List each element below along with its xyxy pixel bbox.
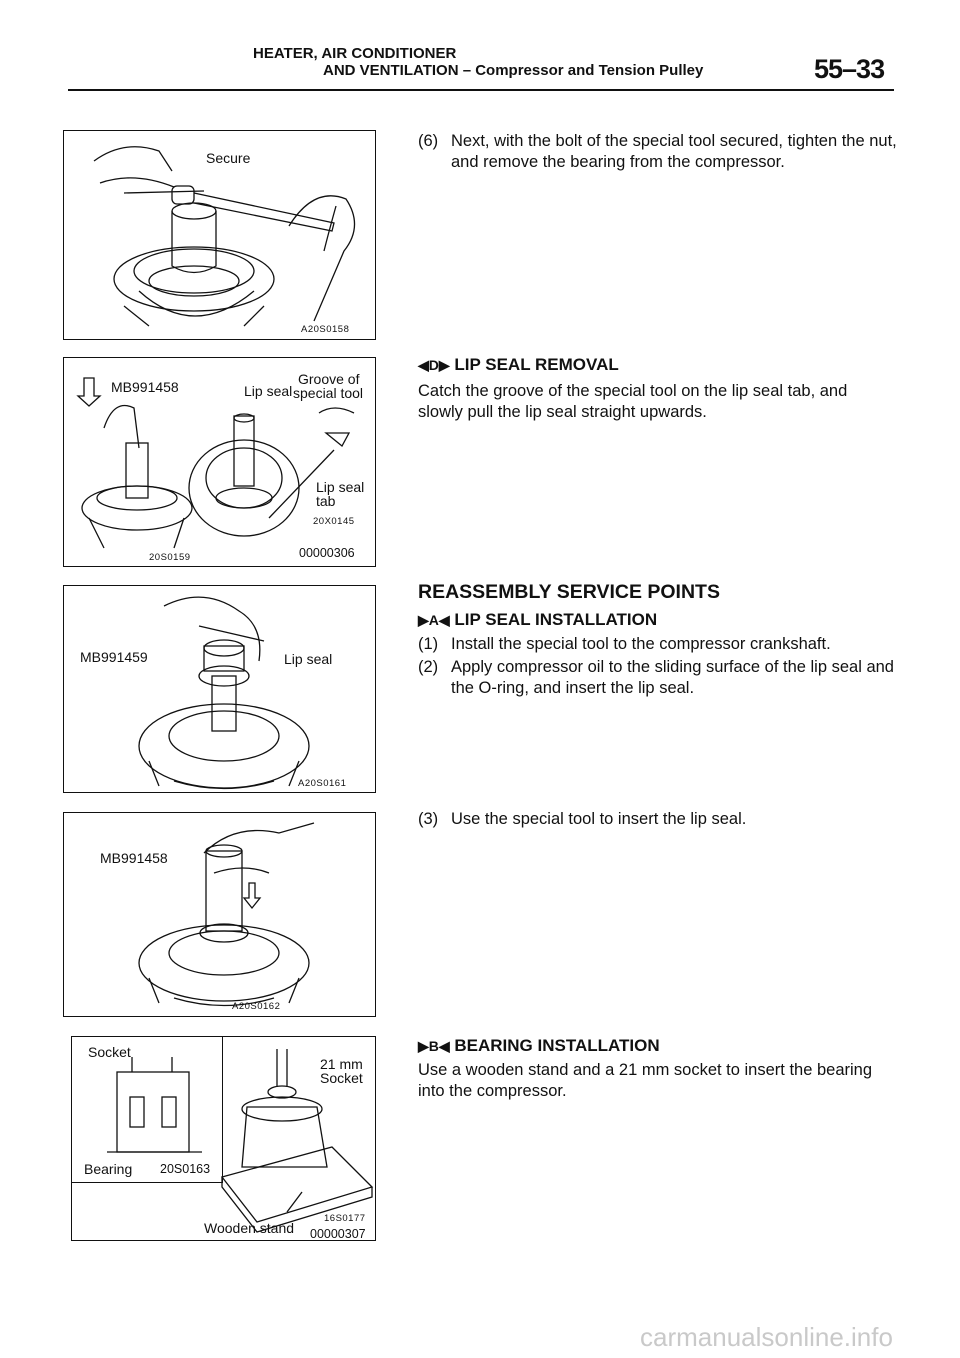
step-6: (6) Next, with the bolt of the special t… xyxy=(418,131,898,173)
figure-bearing-install: Socket Bearing 20S0163 21 mm Socket Wood… xyxy=(71,1036,376,1241)
label-lip-seal: Lip seal xyxy=(284,651,333,667)
inset-code: 20S0163 xyxy=(160,1162,211,1176)
figure-code: 00000307 xyxy=(310,1227,366,1241)
bearing-removal-illustration xyxy=(93,146,356,327)
down-arrow-icon xyxy=(242,882,262,910)
figure-code: A20S0158 xyxy=(301,324,350,335)
up-arrow-icon xyxy=(76,377,102,407)
label-lip-seal-tab-line2: tab xyxy=(316,493,336,509)
bearing-inset-frame xyxy=(72,1037,223,1183)
label-wooden-stand: Wooden stand xyxy=(204,1220,295,1236)
lip-seal-install-illustration xyxy=(138,596,310,790)
label-socket: Socket xyxy=(88,1044,131,1060)
figure-code: A20S0161 xyxy=(298,778,347,789)
heading-label: BEARING INSTALLATION xyxy=(454,1036,660,1055)
step-1: (1) Install the special tool to the comp… xyxy=(418,634,898,655)
label-bearing: Bearing xyxy=(84,1161,133,1177)
header-title-line1: HEATER, AIR CONDITIONER xyxy=(253,45,457,62)
label-21mm-socket: Socket xyxy=(320,1070,363,1086)
label-tool-mb991458: MB991458 xyxy=(100,850,168,866)
watermark: carmanualsonline.info xyxy=(640,1322,893,1352)
page-number: 55–33 xyxy=(814,54,885,84)
right-code: 16S0177 xyxy=(324,1213,366,1224)
figure-code: A20S0162 xyxy=(232,1001,281,1012)
step-number: (1) xyxy=(418,635,439,653)
label-tool-mb991459: MB991459 xyxy=(80,649,148,665)
label-lip-seal: Lip seal xyxy=(244,383,293,399)
label-lip-seal-tab-line1: Lip seal xyxy=(316,479,365,495)
step-3: (3) Use the special tool to insert the l… xyxy=(418,809,898,830)
service-point-marker-b: ▶B◀ xyxy=(418,1038,450,1054)
label-groove-line1: Groove of xyxy=(298,371,360,387)
lip-seal-removal-body: Catch the groove of the special tool on … xyxy=(418,382,848,421)
section-heading-lip-seal-removal: ◀D▶ LIP SEAL REMOVAL xyxy=(418,355,619,375)
label-21mm: 21 mm xyxy=(320,1056,363,1072)
header-title-line2: AND VENTILATION – Compressor and Tension… xyxy=(323,62,704,79)
service-point-marker-a: ▶A◀ xyxy=(418,612,450,628)
lip-seal-removal-illustration xyxy=(76,377,355,549)
label-tool-mb991458: MB991458 xyxy=(111,379,179,395)
figure-bearing-removal: Secure A20S0158 xyxy=(63,130,376,340)
lip-seal-insert-illustration xyxy=(138,822,315,1007)
reassembly-heading: REASSEMBLY SERVICE POINTS xyxy=(418,581,720,603)
figure-lip-seal-insert: MB991458 A20S0162 xyxy=(63,812,376,1017)
inset-code: 20X0145 xyxy=(313,516,355,527)
step-number: (3) xyxy=(418,810,439,828)
figure-code: 00000306 xyxy=(299,546,355,560)
step-body: Use the special tool to insert the lip s… xyxy=(451,810,747,828)
figure-lip-seal-install-tool: MB991459 Lip seal A20S0161 xyxy=(63,585,376,793)
heading-label: LIP SEAL REMOVAL xyxy=(454,355,619,374)
step-body: Apply compressor oil to the sliding surf… xyxy=(451,658,894,697)
section-heading-bearing-installation: ▶B◀ BEARING INSTALLATION xyxy=(418,1036,660,1056)
step-body: Install the special tool to the compress… xyxy=(451,635,831,653)
section-heading-lip-seal-installation: ▶A◀ LIP SEAL INSTALLATION xyxy=(418,610,657,630)
step-2: (2) Apply compressor oil to the sliding … xyxy=(418,657,898,699)
heading-label: LIP SEAL INSTALLATION xyxy=(454,610,658,629)
bearing-install-illustration xyxy=(107,1049,374,1233)
step-body: Next, with the bolt of the special tool … xyxy=(451,132,897,171)
left-code: 20S0159 xyxy=(149,552,191,563)
bearing-installation-body: Use a wooden stand and a 21 mm socket to… xyxy=(418,1061,873,1100)
step-number: (2) xyxy=(418,658,439,676)
step-number: (6) xyxy=(418,132,439,150)
label-secure: Secure xyxy=(206,150,251,166)
label-groove-line2: special tool xyxy=(293,385,364,401)
header-rule xyxy=(68,89,894,91)
figure-lip-seal-removal: MB991458 Lip seal Groove of special tool… xyxy=(63,357,376,567)
service-point-marker-d: ◀D▶ xyxy=(418,357,450,373)
